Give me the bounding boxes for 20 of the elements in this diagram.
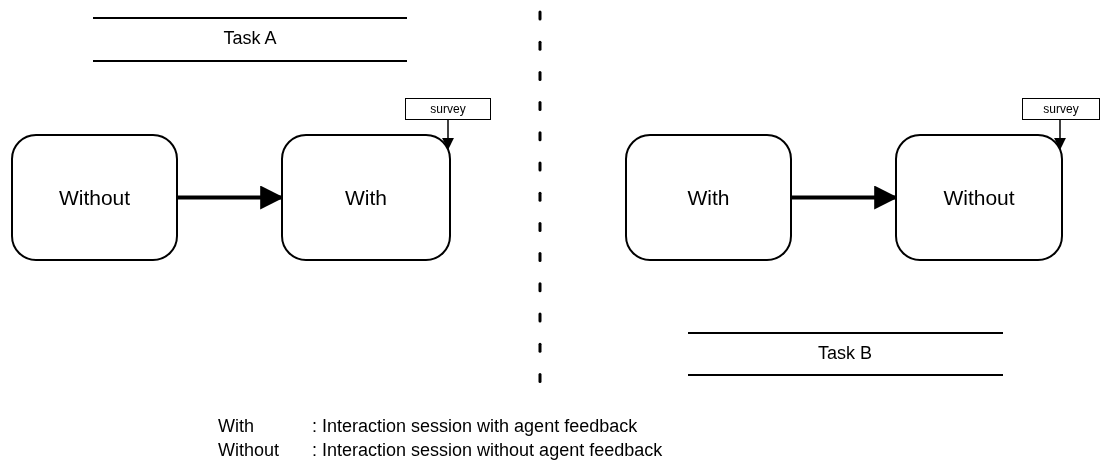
legend-text: : Interaction session without agent feedback <box>312 440 663 461</box>
node-label: Without <box>58 185 131 210</box>
arrow <box>1054 119 1066 150</box>
session-box <box>11 134 178 261</box>
survey-tag <box>405 98 491 120</box>
task-title: Task A <box>223 28 277 49</box>
legend-term: Without <box>218 440 280 461</box>
session-box <box>625 134 792 261</box>
node-label: With <box>687 185 730 210</box>
legend-text: : Interaction session with agent feedback <box>312 416 638 437</box>
node-label: With <box>345 185 387 210</box>
node-label: survey <box>430 102 466 116</box>
session-box <box>895 134 1063 261</box>
legend-term: With <box>218 416 254 437</box>
survey-tag <box>1022 98 1100 120</box>
session-box <box>281 134 451 261</box>
task-title: Task B <box>818 343 872 364</box>
node-label: Without <box>943 185 1015 210</box>
node-label: survey <box>1043 102 1079 116</box>
arrow <box>442 119 454 150</box>
